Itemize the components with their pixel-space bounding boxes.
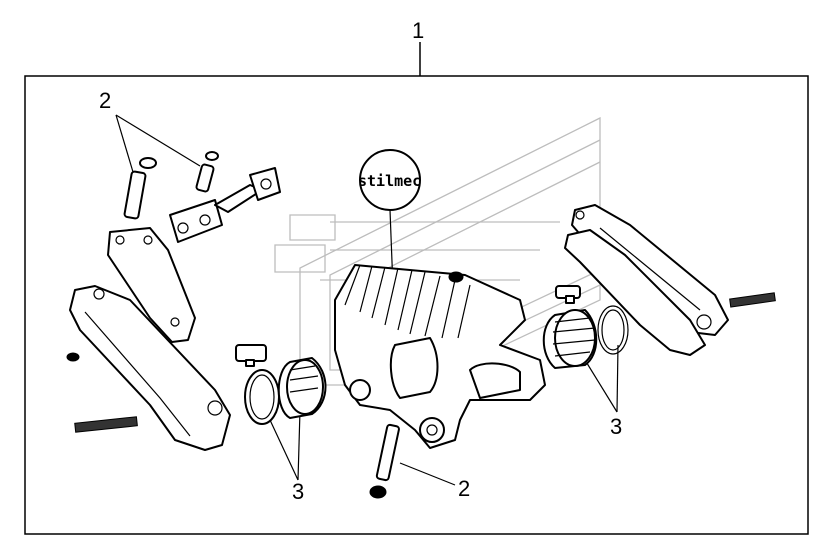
adjuster-rod-right [729, 292, 776, 308]
callout-label-seal-kit-right: 3 [610, 414, 622, 439]
seal-kit-left [235, 344, 327, 425]
pin-upper-left [123, 151, 219, 220]
brand-badge: stilmec [358, 149, 421, 211]
callout-label-pin-bottom: 2 [458, 476, 470, 501]
nut-center-top [448, 271, 464, 283]
callout-label-seal-kit-left: 3 [292, 479, 304, 504]
callout-label-pin-top-left: 2 [99, 88, 111, 113]
caliper-body [334, 264, 546, 449]
seal-kit-right [542, 285, 629, 369]
brake-lever-left [66, 285, 231, 451]
link-bracket [169, 167, 281, 243]
brand-label: stilmec [358, 172, 421, 190]
assembly-frame [24, 75, 809, 535]
brake-lever-right [564, 204, 776, 356]
pin-bottom [369, 423, 400, 499]
caliper-plate-left [107, 227, 196, 343]
callout-label-assembly: 1 [412, 18, 424, 43]
adjuster-rod-left [74, 416, 138, 433]
